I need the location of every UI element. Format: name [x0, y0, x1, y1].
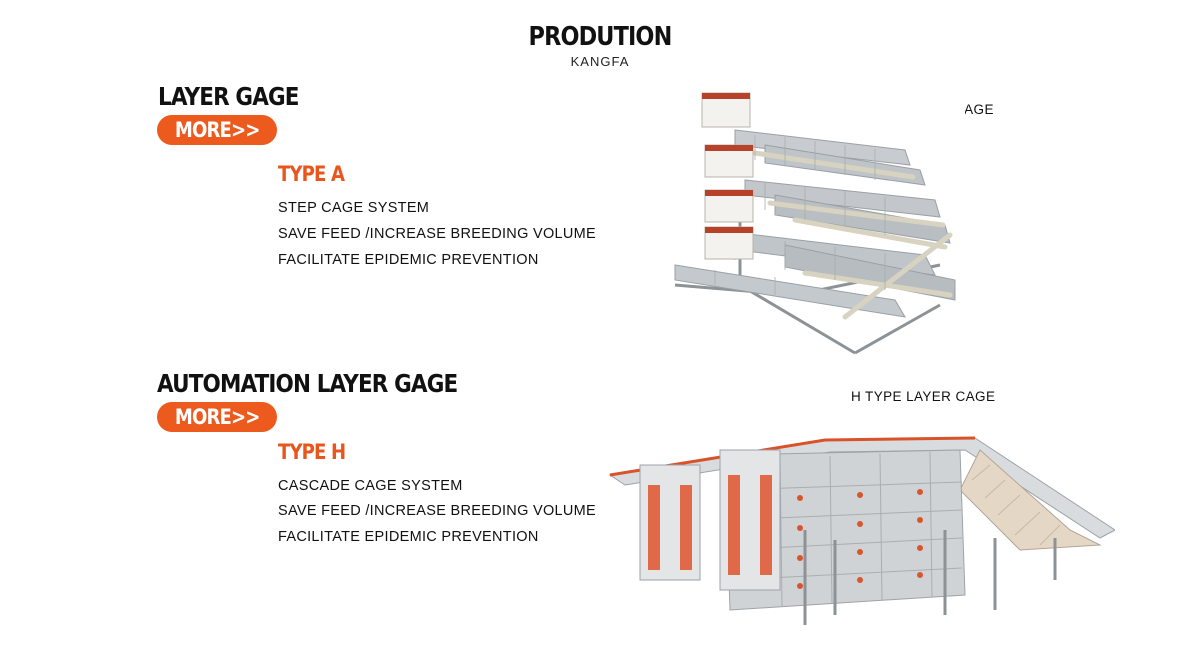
type-a-title: TYPE A [278, 162, 345, 186]
feature-item: STEP CAGE SYSTEM [278, 200, 430, 216]
brand-subtitle: KANGFA [570, 54, 630, 69]
feature-item: FACILITATE EPIDEMIC PREVENTION [278, 529, 539, 545]
section-heading-layer-gage: LAYER GAGE [158, 82, 299, 111]
feature-item: FACILITATE EPIDEMIC PREVENTION [278, 252, 539, 268]
more-button-layer-gage[interactable]: MORE>> [157, 115, 277, 145]
section-heading-automation-layer-gage: AUTOMATION LAYER GAGE [157, 369, 458, 398]
more-button-label: MORE>> [174, 405, 261, 429]
h-type-layer-cage-image [600, 410, 1115, 635]
feature-item: CASCADE CAGE SYSTEM [278, 478, 463, 494]
a-type-layer-cage-image [655, 85, 965, 355]
page-title: PRODUTION [528, 22, 673, 52]
feature-item: SAVE FEED /INCREASE BREEDING VOLUME [278, 226, 597, 242]
more-button-automation-layer-gage[interactable]: MORE>> [157, 402, 277, 432]
more-button-label: MORE>> [174, 118, 261, 142]
image-caption-h-type: H TYPE LAYER CAGE [851, 389, 996, 404]
feature-item: SAVE FEED /INCREASE BREEDING VOLUME [278, 503, 597, 519]
type-h-title: TYPE H [278, 440, 346, 464]
